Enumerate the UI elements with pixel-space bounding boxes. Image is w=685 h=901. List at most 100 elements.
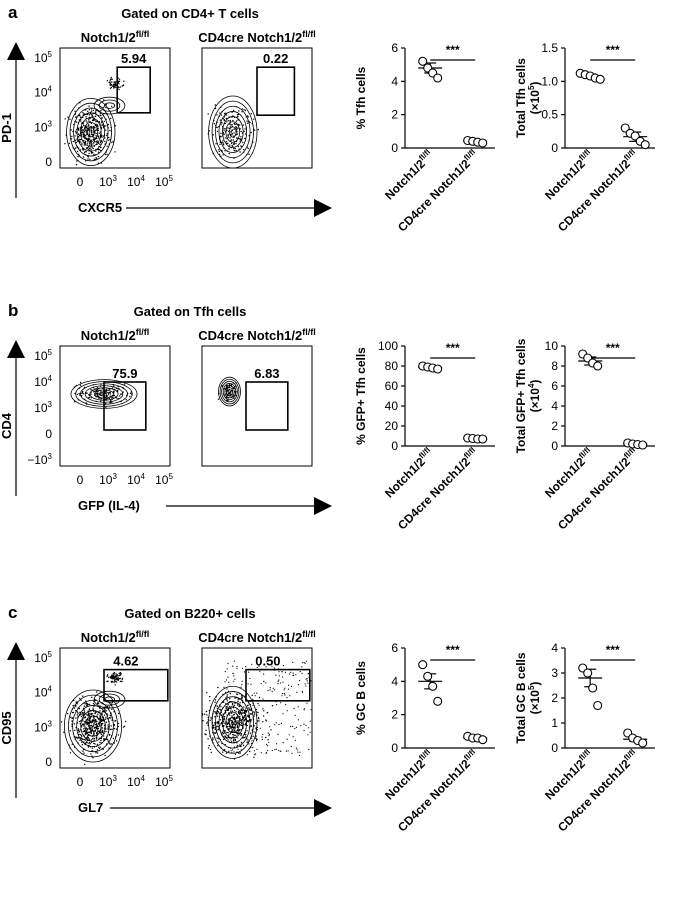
- flow-plot-1: Notch1/2fl/fl4.62: [59, 629, 171, 769]
- event-dot: [71, 135, 73, 138]
- event-dot: [87, 124, 90, 126]
- event-dot: [301, 691, 304, 693]
- event-dot: [90, 732, 93, 734]
- genotype-label: CD4cre Notch1/2fl/fl: [198, 327, 316, 343]
- event-dot: [92, 125, 95, 128]
- event-dot: [123, 725, 126, 727]
- event-dot: [297, 751, 299, 753]
- chart-y-tick-label: 1: [551, 716, 558, 730]
- event-dot: [104, 754, 106, 757]
- event-dot: [245, 711, 248, 713]
- contour-ring: [72, 699, 114, 753]
- event-dot: [255, 737, 257, 740]
- x-tick-label: 104: [127, 774, 145, 789]
- event-dot: [260, 660, 262, 662]
- event-dot: [81, 144, 83, 146]
- event-dot: [109, 129, 111, 132]
- event-dot: [220, 132, 222, 134]
- event-dot: [307, 673, 309, 675]
- contour-ring: [208, 686, 258, 759]
- event-dot: [252, 735, 254, 737]
- category-label: CD4cre Notch1/2fl/fl: [394, 148, 481, 235]
- event-dot: [107, 123, 110, 126]
- y-tick-label-sup: 5: [48, 50, 53, 59]
- event-dot: [246, 115, 249, 117]
- event-dot: [109, 393, 111, 395]
- event-dot: [90, 108, 93, 110]
- event-dot: [227, 134, 229, 137]
- chart-y-label-text: Total GFP+ Tfh cells: [514, 338, 528, 453]
- series-1: [418, 361, 443, 374]
- event-dot: [210, 716, 212, 718]
- event-dot: [249, 713, 252, 715]
- event-dot: [241, 721, 243, 723]
- event-dot: [214, 104, 216, 106]
- event-dot: [105, 398, 108, 400]
- event-dot: [242, 141, 244, 144]
- event-dot: [86, 722, 89, 724]
- data-point: [478, 434, 488, 444]
- event-dot: [115, 740, 118, 742]
- event-dot: [292, 736, 294, 738]
- chart-y-tick-label: 80: [385, 359, 399, 373]
- event-dot: [227, 731, 229, 734]
- event-dot: [205, 710, 208, 713]
- event-dot: [237, 698, 239, 700]
- event-dot: [274, 748, 276, 751]
- event-dot: [244, 709, 246, 711]
- event-dot: [90, 739, 93, 741]
- event-dot: [96, 125, 99, 127]
- event-dot: [78, 707, 81, 710]
- event-dot: [96, 702, 99, 705]
- y-tick-label: 104: [34, 85, 52, 100]
- unit-end: ): [528, 380, 542, 384]
- event-dot: [239, 752, 241, 754]
- event-dot: [226, 723, 229, 726]
- series-2: [623, 438, 648, 450]
- event-dot: [98, 137, 100, 139]
- event-dot: [241, 697, 243, 699]
- x-arrow-head: [314, 199, 332, 217]
- event-dot: [227, 709, 229, 711]
- event-dot: [74, 135, 76, 137]
- event-dot: [90, 144, 93, 147]
- event-dot: [292, 725, 294, 728]
- event-dot: [117, 679, 120, 681]
- event-dot: [230, 750, 232, 752]
- event-dot: [232, 730, 234, 732]
- event-dot: [220, 114, 223, 116]
- data-point: [418, 56, 428, 66]
- event-dot: [87, 721, 89, 724]
- event-dot: [241, 712, 244, 714]
- event-dot: [106, 718, 109, 720]
- event-dot: [105, 390, 108, 392]
- event-dot: [79, 115, 81, 117]
- event-dot: [239, 744, 241, 746]
- event-dot: [246, 715, 249, 717]
- category-label: CD4cre Notch1/2fl/fl: [394, 748, 481, 835]
- event-dot: [255, 722, 257, 725]
- event-dot: [94, 140, 96, 143]
- event-dot: [224, 748, 226, 751]
- event-dot: [111, 674, 113, 676]
- event-dot: [92, 131, 95, 133]
- event-dot: [223, 144, 225, 146]
- contour-lines: [208, 686, 258, 759]
- event-dot: [77, 156, 79, 158]
- event-dot: [304, 662, 306, 664]
- event-dot: [208, 130, 211, 132]
- category-base: Notch1/2: [542, 156, 588, 202]
- event-dot: [286, 710, 288, 712]
- genotype-label-base: CD4cre Notch1/2: [198, 328, 302, 343]
- event-dot: [251, 663, 253, 665]
- event-dot: [241, 722, 243, 725]
- gate-title: Gated on CD4+ T cells: [121, 6, 259, 21]
- event-dot: [99, 717, 101, 719]
- event-dot: [90, 143, 92, 145]
- event-dot: [99, 741, 101, 744]
- event-dot: [233, 132, 235, 134]
- event-dot: [231, 134, 233, 136]
- event-dot: [262, 708, 264, 710]
- x-tick-label: 0: [77, 775, 84, 789]
- event-dot: [118, 80, 120, 82]
